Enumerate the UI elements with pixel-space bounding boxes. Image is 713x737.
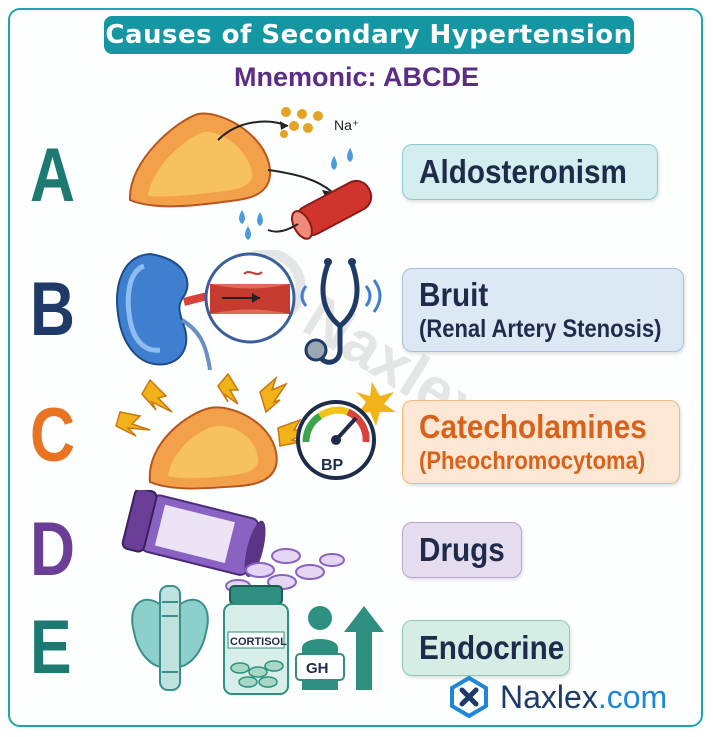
page-title: Causes of Secondary Hypertension [104, 16, 634, 54]
adrenal-bp-gauge-icon: BP [115, 372, 396, 490]
letter-d: D [30, 507, 76, 592]
mnemonic-subtitle: Mnemonic: ABCDE [233, 62, 479, 92]
naxlex-logo: Naxlex.com [446, 674, 667, 720]
letter-a: A [30, 133, 76, 218]
logo-text: Naxlex.com [500, 678, 668, 715]
letter-e: E [30, 605, 72, 690]
label-endocrine: Endocrine [402, 620, 570, 676]
naxlex-logo-icon [450, 675, 488, 719]
svg-text:Na⁺: Na⁺ [334, 117, 359, 133]
label-drugs: Drugs [402, 522, 522, 578]
letter-b: B [30, 267, 76, 352]
thyroid-cortisol-gh-icon: CORTISOL GH [131, 585, 384, 695]
label-bruit: Bruit (Renal Artery Stenosis) [402, 268, 684, 352]
infographic-frame [8, 8, 703, 727]
svg-text:BP: BP [321, 457, 344, 474]
label-aldosteronism: Aldosteronism [402, 144, 658, 200]
label-catecholamines: Catecholamines (Pheochromocytoma) [402, 400, 680, 484]
adrenal-gland-sodium-icon: Na⁺ [128, 107, 373, 240]
kidney-stethoscope-icon [116, 252, 382, 371]
pill-bottle-icon [121, 490, 345, 593]
svg-text:GH: GH [306, 660, 329, 677]
letter-c: C [30, 393, 76, 478]
svg-text:CORTISOL: CORTISOL [230, 636, 287, 648]
